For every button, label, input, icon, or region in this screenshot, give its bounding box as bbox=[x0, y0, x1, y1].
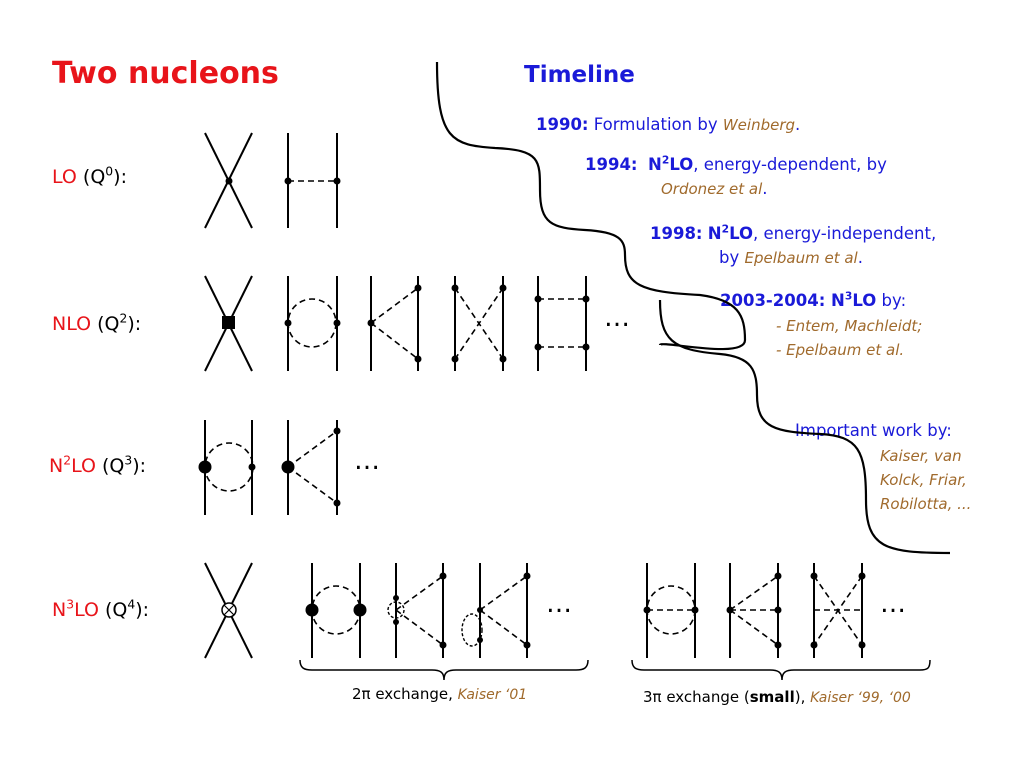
timeline-title: Timeline bbox=[524, 62, 635, 88]
n3lo-2pi-bubble-diagram bbox=[305, 563, 367, 658]
timeline-1994: 1994: N2LO, energy-dependent, by bbox=[585, 155, 887, 174]
important-ref2: Kolck, Friar, bbox=[880, 471, 967, 489]
n3lo-contact-diagram bbox=[204, 562, 253, 659]
n3lo-2pi-triangle-side-diagram bbox=[461, 563, 531, 658]
n: N bbox=[707, 224, 722, 243]
entry-end: . bbox=[762, 179, 768, 198]
order-name-n: N bbox=[49, 455, 64, 477]
caption-ref: Kaiser ‘99, ‘00 bbox=[810, 690, 911, 706]
nlo-triangle-diagram bbox=[367, 276, 422, 371]
order-name-n: N bbox=[52, 599, 67, 621]
ellipsis-n2lo: … bbox=[354, 446, 380, 476]
entry-text: Formulation by bbox=[593, 115, 723, 134]
n3lo-2pi-triangle-loop-diagram bbox=[387, 563, 447, 658]
order-label-n3lo: N3LO (Q4): bbox=[52, 597, 150, 621]
order-paren-close: ): bbox=[113, 166, 127, 188]
nlo-crossed-box-diagram bbox=[451, 276, 507, 371]
entry-text: , energy-independent, bbox=[753, 224, 937, 243]
order-name: LO bbox=[52, 166, 77, 188]
order-paren-close: ): bbox=[135, 599, 150, 621]
n3lo-3pi-crossed-diagram bbox=[810, 563, 866, 658]
n3lo-3pi-bubble-diagram bbox=[643, 563, 699, 658]
order-paren-close: ): bbox=[127, 313, 142, 335]
lo: LO bbox=[669, 155, 694, 174]
n3lo-3pi-triangle-diagram bbox=[726, 563, 782, 658]
entry-text: by: bbox=[876, 291, 907, 310]
timeline-2003-ref2: - Epelbaum et al. bbox=[776, 341, 905, 359]
brace-2pi bbox=[299, 659, 589, 681]
timeline-1998: 1998: N2LO, energy-independent, bbox=[650, 224, 936, 243]
order-paren: (Q bbox=[82, 166, 106, 188]
order-paren: (Q bbox=[97, 313, 120, 335]
lo-contact-diagram bbox=[204, 132, 253, 229]
timeline-curve bbox=[435, 61, 747, 351]
important-ref1: Kaiser, van bbox=[880, 447, 962, 465]
nlo-contact-diagram bbox=[204, 275, 253, 372]
important-ref3: Robilotta, ... bbox=[880, 495, 972, 513]
entry-end: . bbox=[795, 115, 801, 134]
entry-ref: Ordonez et al bbox=[661, 180, 763, 198]
order-name-lo: LO bbox=[71, 455, 96, 477]
order-label-n2lo: N2LO (Q3): bbox=[49, 453, 147, 477]
year: 2003-2004: N bbox=[720, 291, 845, 310]
lo-ope-diagram bbox=[284, 133, 341, 228]
page-title: Two nucleons bbox=[52, 56, 279, 91]
n2lo-bubble-diagram bbox=[198, 420, 256, 515]
year: 1994: bbox=[585, 155, 638, 174]
n: N bbox=[648, 155, 662, 174]
order-name: NLO bbox=[52, 313, 92, 335]
order-power: 3 bbox=[124, 453, 133, 468]
order-power: 4 bbox=[127, 597, 136, 612]
caption-text: 2π exchange, bbox=[352, 685, 458, 703]
caption-ref: Kaiser ‘01 bbox=[457, 687, 528, 703]
order-paren-close: ): bbox=[132, 455, 147, 477]
order-name-sup: 3 bbox=[66, 597, 75, 612]
timeline-1994-ref: Ordonez et al. bbox=[661, 179, 768, 198]
nlo-box-diagram bbox=[534, 276, 590, 371]
order-power: 2 bbox=[119, 311, 128, 326]
caption-3pi: 3π exchange (small), Kaiser ‘99, ‘00 bbox=[643, 688, 911, 706]
order-paren: (Q bbox=[102, 455, 125, 477]
n2lo-triangle-diagram bbox=[281, 420, 341, 515]
sup: 2 bbox=[721, 222, 730, 236]
timeline-curve-lower bbox=[658, 299, 951, 555]
year: 1998: bbox=[650, 224, 703, 243]
year: 1990: bbox=[536, 115, 589, 134]
entry-text: , energy-dependent, by bbox=[693, 155, 887, 174]
order-power: 0 bbox=[105, 164, 114, 179]
entry-ref: Epelbaum et al bbox=[744, 249, 858, 267]
order-paren: (Q bbox=[105, 599, 128, 621]
caption-bold: small bbox=[749, 688, 795, 706]
sup: 2 bbox=[661, 153, 670, 167]
brace-3pi bbox=[631, 659, 931, 681]
caption-2pi: 2π exchange, Kaiser ‘01 bbox=[352, 685, 527, 703]
timeline-2003-ref1: - Entem, Machleidt; bbox=[776, 317, 923, 335]
order-name-lo: LO bbox=[74, 599, 99, 621]
lo: LO bbox=[852, 291, 877, 310]
entry-ref: Weinberg bbox=[722, 116, 796, 134]
ellipsis-n3lo-2pi: … bbox=[546, 589, 572, 619]
ellipsis-nlo: … bbox=[604, 303, 630, 333]
timeline-1990: 1990: Formulation by Weinberg. bbox=[536, 115, 800, 134]
order-label-lo: LO (Q0): bbox=[52, 164, 127, 188]
entry-end: . bbox=[857, 248, 863, 267]
nlo-bubble-diagram bbox=[284, 276, 341, 371]
order-label-nlo: NLO (Q2): bbox=[52, 311, 142, 335]
lo: LO bbox=[729, 224, 754, 243]
ellipsis-n3lo-3pi: … bbox=[880, 589, 906, 619]
caption-text-close: ), bbox=[794, 688, 811, 706]
timeline-1998-ref: by Epelbaum et al. bbox=[719, 248, 863, 267]
caption-text: 3π exchange ( bbox=[643, 688, 750, 706]
timeline-2003: 2003-2004: N3LO by: bbox=[720, 291, 906, 310]
sup: 3 bbox=[844, 289, 853, 303]
order-name-sup: 2 bbox=[63, 453, 72, 468]
entry-by: by bbox=[719, 248, 745, 267]
